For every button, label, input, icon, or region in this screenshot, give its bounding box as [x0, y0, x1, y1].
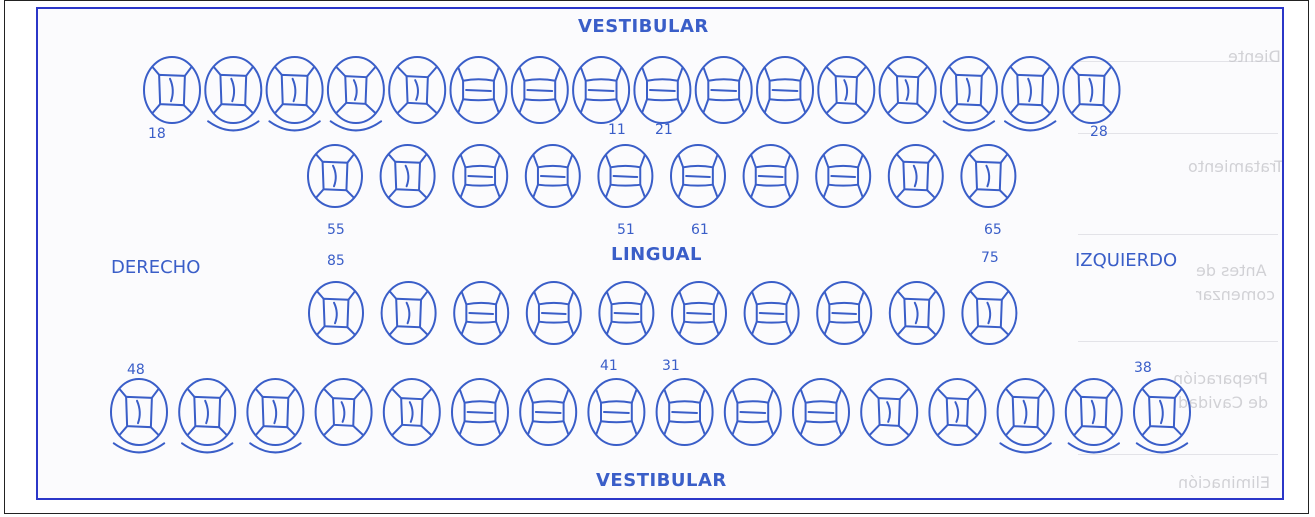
tooth-number-28: 28 — [1090, 124, 1108, 140]
molar-tooth-symbol — [890, 282, 944, 344]
tooth-number-75: 75 — [981, 250, 999, 266]
lingual-heading: LINGUAL — [611, 244, 702, 265]
premolar-tooth-symbol — [880, 57, 936, 123]
molar-tooth-symbol — [998, 379, 1054, 452]
incisor-tooth-symbol — [671, 145, 725, 207]
left-side-label: IZQUIERDO — [1075, 250, 1177, 271]
incisor-tooth-symbol — [816, 145, 870, 207]
vestibular-bottom-heading: VESTIBULAR — [596, 470, 727, 491]
tooth-number-38: 38 — [1134, 360, 1152, 376]
incisor-tooth-symbol — [744, 145, 798, 207]
incisor-tooth-symbol — [527, 282, 581, 344]
molar-tooth-symbol — [1064, 57, 1120, 123]
molar-tooth-symbol — [247, 379, 303, 452]
tooth-number-85: 85 — [327, 253, 345, 269]
incisor-tooth-symbol — [452, 379, 508, 445]
molar-tooth-symbol — [111, 379, 167, 452]
premolar-tooth-symbol — [389, 57, 445, 123]
premolar-tooth-symbol — [328, 57, 384, 130]
incisor-tooth-symbol — [793, 379, 849, 445]
incisor-tooth-symbol — [745, 282, 799, 344]
incisor-tooth-symbol — [696, 57, 752, 123]
tooth-number-65: 65 — [984, 222, 1002, 238]
molar-tooth-symbol — [205, 57, 261, 130]
tooth-number-21: 21 — [655, 122, 673, 138]
molar-tooth-symbol — [941, 57, 997, 130]
molar-tooth-symbol — [381, 145, 435, 207]
incisor-tooth-symbol — [526, 145, 580, 207]
tooth-number-31: 31 — [662, 358, 680, 374]
incisor-tooth-symbol — [573, 57, 629, 123]
premolar-tooth-symbol — [818, 57, 874, 123]
molar-tooth-symbol — [961, 145, 1015, 207]
molar-tooth-symbol — [382, 282, 436, 344]
vestibular-top-heading: VESTIBULAR — [578, 16, 709, 37]
molar-tooth-symbol — [1066, 379, 1122, 452]
molar-tooth-symbol — [267, 57, 323, 130]
incisor-tooth-symbol — [451, 57, 507, 123]
molar-tooth-symbol — [1134, 379, 1190, 452]
incisor-tooth-symbol — [657, 379, 713, 445]
premolar-tooth-symbol — [384, 379, 440, 445]
tooth-number-61: 61 — [691, 222, 709, 238]
tooth-number-48: 48 — [127, 362, 145, 378]
tooth-number-51: 51 — [617, 222, 635, 238]
incisor-tooth-symbol — [599, 282, 653, 344]
premolar-tooth-symbol — [929, 379, 985, 445]
incisor-tooth-symbol — [817, 282, 871, 344]
molar-tooth-symbol — [144, 57, 200, 123]
incisor-tooth-symbol — [672, 282, 726, 344]
incisor-tooth-symbol — [454, 282, 508, 344]
incisor-tooth-symbol — [588, 379, 644, 445]
tooth-number-41: 41 — [600, 358, 618, 374]
premolar-tooth-symbol — [316, 379, 372, 445]
incisor-tooth-symbol — [520, 379, 576, 445]
incisor-tooth-symbol — [598, 145, 652, 207]
premolar-tooth-symbol — [861, 379, 917, 445]
molar-tooth-symbol — [1002, 57, 1058, 130]
right-side-label: DERECHO — [111, 257, 200, 278]
incisor-tooth-symbol — [512, 57, 568, 123]
tooth-number-11: 11 — [608, 122, 626, 138]
molar-tooth-symbol — [309, 282, 363, 344]
tooth-number-55: 55 — [327, 222, 345, 238]
incisor-tooth-symbol — [634, 57, 690, 123]
molar-tooth-symbol — [962, 282, 1016, 344]
molar-tooth-symbol — [179, 379, 235, 452]
molar-tooth-symbol — [889, 145, 943, 207]
tooth-number-18: 18 — [148, 126, 166, 142]
incisor-tooth-symbol — [453, 145, 507, 207]
incisor-tooth-symbol — [757, 57, 813, 123]
incisor-tooth-symbol — [725, 379, 781, 445]
molar-tooth-symbol — [308, 145, 362, 207]
